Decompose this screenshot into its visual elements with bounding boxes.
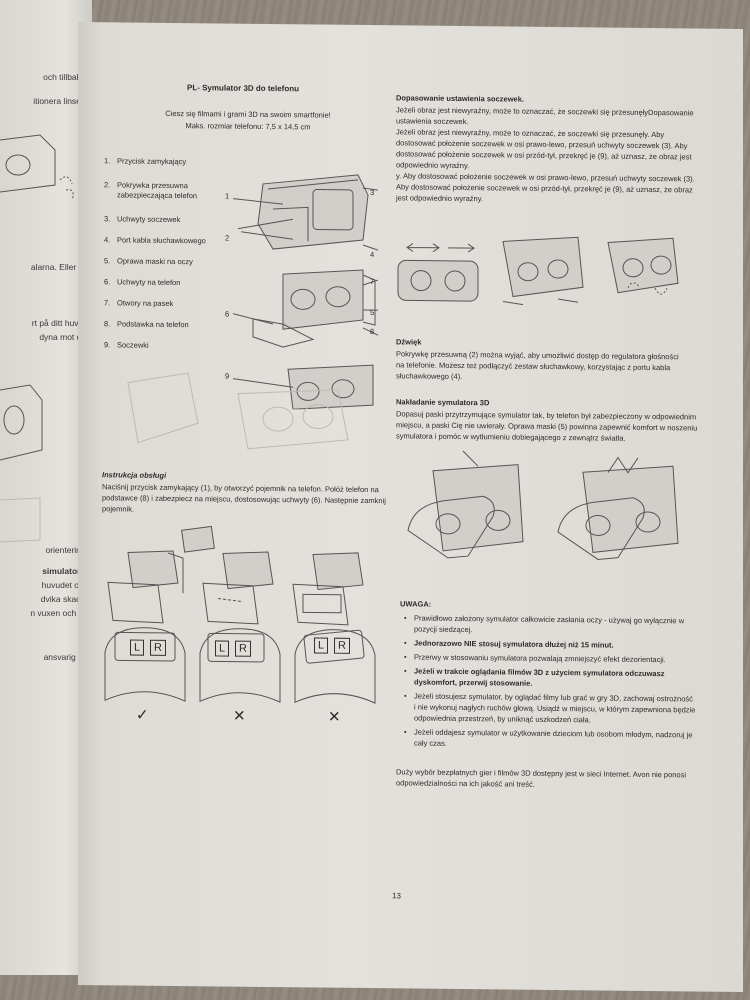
left-fragment: itionera linsen.	[33, 96, 88, 106]
wrong-mark-icon: ✕	[233, 707, 246, 725]
intro-line: Ciesz się filmami i grami 3D na swoim sm…	[165, 108, 331, 120]
part-label: Przycisk zamykający	[117, 156, 187, 167]
warning-line: odpowiednia przestrzeń, by uniknąć uszko…	[414, 713, 591, 725]
left-fragment: huvudet och	[41, 580, 88, 590]
phone-loading-diagram	[107, 525, 364, 626]
sound-line: słuchawkowego (4).	[396, 371, 463, 382]
headset-on-head-drawing	[407, 450, 524, 559]
left-eye-label: L	[130, 639, 145, 656]
part-number: 4.	[104, 235, 111, 245]
callout-number: 7	[370, 277, 375, 287]
warning-line: Jednorazowo NIE stosuj symulatora dłużej…	[414, 638, 614, 650]
left-eye-label: L	[314, 637, 329, 654]
left-fragment: alarna. Eller då	[30, 262, 88, 272]
right-eye-label: R	[334, 637, 350, 654]
lens-adjust-line: jest odpowiednio wyraźny.	[396, 193, 483, 204]
vr-headset-illustration-fragment	[0, 134, 74, 201]
show-through-drawing	[127, 372, 349, 450]
callout-number: 5	[370, 308, 375, 318]
callout-number: 6	[225, 309, 230, 319]
part-label: Uchwyty soczewek	[117, 214, 181, 225]
part-label: Soczewki	[117, 340, 149, 350]
callout-number: 8	[370, 327, 375, 337]
bullet-icon: •	[404, 666, 407, 676]
left-fragment: simulatorn.	[42, 566, 88, 576]
instructions-line: pojemnik.	[102, 504, 135, 514]
callout-number: 2	[225, 233, 230, 243]
right-eye-label: R	[150, 639, 166, 656]
part-label: Uchwyty na telefon	[117, 277, 181, 288]
correct-mark-icon: ✓	[136, 706, 149, 724]
part-label: Otwory na pasek	[117, 298, 174, 308]
left-fragment: rt på ditt huvud	[31, 318, 88, 328]
bullet-icon: •	[404, 727, 407, 737]
left-fragment: dyna mot ditt	[39, 332, 88, 342]
left-fragment: n vuxen och ha	[30, 608, 88, 618]
page-title: PL- Symulator 3D do telefonu	[186, 83, 299, 94]
headset-frames	[104, 627, 376, 704]
mounting-heading: Nakładanie symulatora 3D	[396, 397, 490, 408]
left-fragment: orientering.	[45, 545, 88, 555]
lens-adjust-line: odpowiednio wyraźny.	[396, 160, 470, 171]
bullet-icon: •	[404, 652, 407, 662]
bullet-icon: •	[404, 638, 407, 648]
headset-on-head-drawing	[557, 456, 679, 560]
callout-number: 4	[370, 250, 375, 260]
callout-number: 1	[225, 191, 230, 201]
left-fragment: dvika skada.	[40, 594, 88, 604]
bullet-icon: •	[404, 691, 407, 701]
headset-open-drawing	[252, 269, 376, 348]
left-fragment: ansvarig för	[43, 652, 88, 662]
parts-diagram	[232, 174, 378, 410]
open-tray-drawing	[107, 550, 184, 624]
part-label: Pokrywka przesuwna zabezpieczająca telef…	[117, 180, 198, 201]
part-number: 1.	[104, 156, 111, 166]
part-label: Podstawka na telefon	[117, 319, 189, 330]
intro-line: Maks. rozmiar telefonu: 7,5 x 14,5 cm	[185, 121, 311, 132]
box-illustration-fragment	[0, 497, 41, 543]
lens-adjust-line: ustawienia soczewek.	[396, 116, 469, 127]
sound-heading: Dźwięk	[396, 337, 422, 347]
left-page: och tillbaka. itionera linsen. alarna. E…	[0, 0, 92, 975]
open-tray-drawing	[202, 551, 274, 625]
warning-line: dyskomfort, przerwij stosowanie.	[414, 677, 533, 688]
lens-adjust-diagram	[397, 236, 679, 306]
part-number: 6.	[104, 277, 111, 287]
bullet-icon: •	[404, 613, 407, 623]
part-number: 9.	[104, 340, 111, 350]
headset-closed-drawing	[257, 174, 369, 250]
part-label: Port kabla słuchawkowego	[117, 235, 206, 246]
warning-line: Przerwy w stosowaniu symulatora pozwalaj…	[414, 652, 666, 665]
phone-position-examples: L R L R L R ✓ ✕ ✕	[78, 22, 743, 726]
left-eye-label: L	[215, 640, 230, 657]
open-tray-drawing	[292, 552, 364, 626]
footer-line: odpowiedzialności na ich jakość ani treś…	[396, 778, 535, 789]
callout-number: 3	[370, 188, 375, 198]
warning-line: Jeżeli oddajesz symulator w użytkowanie …	[414, 727, 693, 740]
warning-line: pozycji siedzącej.	[414, 624, 473, 635]
headset-lenses-drawing	[287, 364, 374, 410]
right-eye-label: R	[235, 640, 251, 657]
mounting-line: symulatora i pomóc w wytłumieniu dobiega…	[396, 431, 626, 443]
part-number: 8.	[104, 319, 111, 329]
vr-headset-illustration-fragment	[0, 384, 43, 461]
part-label: Oprawa maski na oczy	[117, 256, 193, 267]
manual-page: PL- Symulator 3D do telefonu Ciesz się f…	[78, 22, 743, 992]
page-number: 13	[392, 891, 401, 901]
part-number: 3.	[104, 214, 111, 224]
wrong-mark-icon: ✕	[328, 708, 341, 726]
lens-adjust-heading: Dopasowanie ustawienia soczewek.	[396, 93, 524, 104]
part-number: 5.	[104, 256, 111, 266]
part-number: 2.	[104, 180, 111, 190]
left-fragment: och tillbaka.	[43, 72, 88, 82]
warning-line: cały czas.	[414, 738, 447, 748]
part-number: 7.	[104, 298, 111, 308]
instructions-heading: Instrukcja obsługi	[102, 470, 167, 480]
warning-heading: UWAGA:	[400, 599, 432, 609]
headset-strap-diagram	[407, 450, 679, 560]
instructions-line: podstawce (8) i zabezpiecz na miejscu, d…	[102, 493, 386, 506]
